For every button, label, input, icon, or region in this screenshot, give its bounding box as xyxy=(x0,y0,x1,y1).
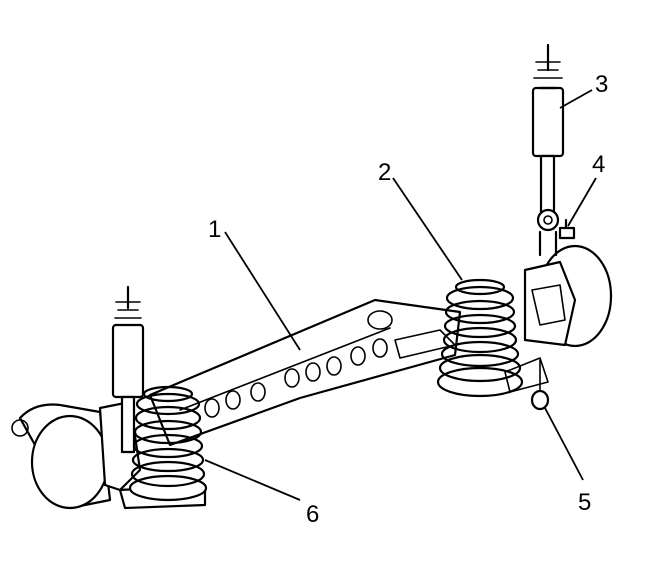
beam-hole xyxy=(305,362,321,382)
shock-lower-nut xyxy=(530,359,550,411)
shock-mounting-bolt xyxy=(558,218,576,240)
beam-hole xyxy=(204,398,220,418)
leader-5 xyxy=(544,407,584,481)
callout-5: 5 xyxy=(578,489,591,516)
beam-hole xyxy=(225,390,241,410)
axle-beam xyxy=(148,298,462,447)
right-brake-drum xyxy=(504,244,613,393)
leader-lines xyxy=(204,89,597,501)
callout-labels: 1 2 3 4 5 6 xyxy=(208,71,608,528)
leader-2 xyxy=(392,177,463,281)
beam-hole xyxy=(250,382,266,402)
beam-bushing xyxy=(367,310,393,330)
callout-6: 6 xyxy=(306,501,319,528)
left-shock-absorber xyxy=(111,285,145,454)
callout-2: 2 xyxy=(378,159,391,186)
right-shock-absorber xyxy=(531,43,565,257)
callout-3: 3 xyxy=(595,71,608,98)
callout-1: 1 xyxy=(208,216,221,243)
callout-4: 4 xyxy=(592,151,605,178)
beam-hole xyxy=(350,346,366,366)
left-coil-spring xyxy=(118,385,208,510)
leader-4 xyxy=(567,177,597,227)
right-coil-spring xyxy=(436,278,524,398)
beam-hole xyxy=(326,356,342,376)
beam-hole xyxy=(372,338,388,358)
beam-hole xyxy=(284,368,300,388)
leader-1 xyxy=(224,231,301,351)
leader-3 xyxy=(559,89,593,109)
leader-6 xyxy=(204,459,301,501)
